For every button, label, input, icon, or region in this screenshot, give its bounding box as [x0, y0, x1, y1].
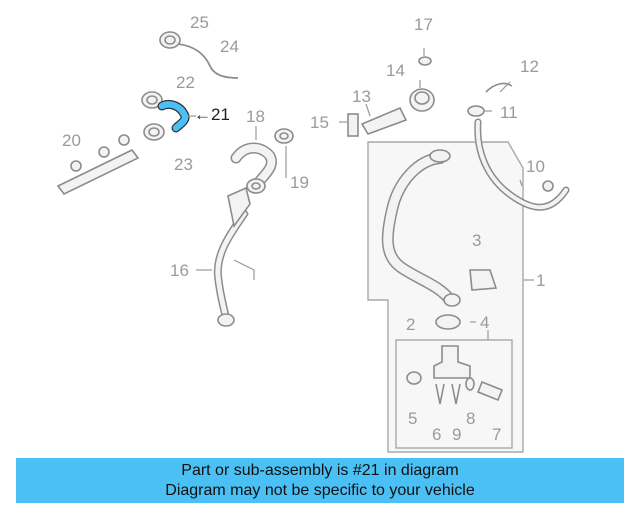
clip-9-icon — [451, 383, 461, 405]
oring-8-icon — [465, 377, 475, 391]
callout-19: 19 — [290, 173, 309, 192]
callout-9: 9 — [452, 425, 461, 444]
callout-20: 20 — [62, 131, 81, 150]
clamp-19a-icon — [274, 128, 294, 144]
oring-5-icon — [406, 371, 422, 385]
callout-11: 11 — [500, 103, 518, 122]
bracket-3-icon — [469, 269, 498, 291]
clamp-22-icon — [141, 91, 163, 109]
callout-15: 15 — [310, 113, 329, 132]
callout-22: 22 — [176, 73, 195, 92]
fitting-13-icon — [347, 106, 408, 137]
callout-25: 25 — [190, 13, 209, 32]
callout-21: ←21 — [194, 105, 230, 124]
clip-6-icon — [435, 383, 445, 405]
oring-17-icon — [418, 56, 432, 66]
callout-4: 4 — [480, 313, 489, 332]
clamp-23-icon — [143, 123, 165, 141]
clamp-25-icon — [159, 31, 181, 49]
callout-13: 13 — [352, 87, 371, 106]
callout-2: 2 — [406, 315, 415, 334]
callout-18: 18 — [246, 107, 265, 126]
callout-24: 24 — [220, 37, 239, 56]
callout-3: 3 — [472, 231, 481, 250]
clamp-2-icon — [435, 314, 461, 330]
pipe-20-icon — [56, 134, 140, 196]
callout-12: 12 — [520, 57, 539, 76]
oring-11-icon — [467, 105, 485, 117]
callout-10: 10 — [526, 157, 545, 176]
callout-16: 16 — [170, 261, 189, 280]
callout-14: 14 — [386, 61, 405, 80]
clamp-19b-icon — [246, 178, 266, 194]
callout-6: 6 — [432, 425, 441, 444]
banner-line-2: Diagram may not be specific to your vehi… — [165, 482, 475, 499]
callout-1: 1 — [536, 271, 545, 290]
callout-17: 17 — [414, 15, 433, 34]
info-banner: Part or sub-assembly is #21 in diagram D… — [16, 458, 624, 503]
clamp-12-icon — [485, 82, 513, 93]
callout-7: 7 — [492, 425, 501, 444]
cap-14-icon — [409, 88, 435, 112]
callout-5: 5 — [408, 409, 417, 428]
banner-line-1: Part or sub-assembly is #21 in diagram — [181, 462, 459, 479]
callout-8: 8 — [466, 409, 475, 428]
callout-23: 23 — [174, 155, 193, 174]
sensor-7-icon — [476, 380, 504, 402]
